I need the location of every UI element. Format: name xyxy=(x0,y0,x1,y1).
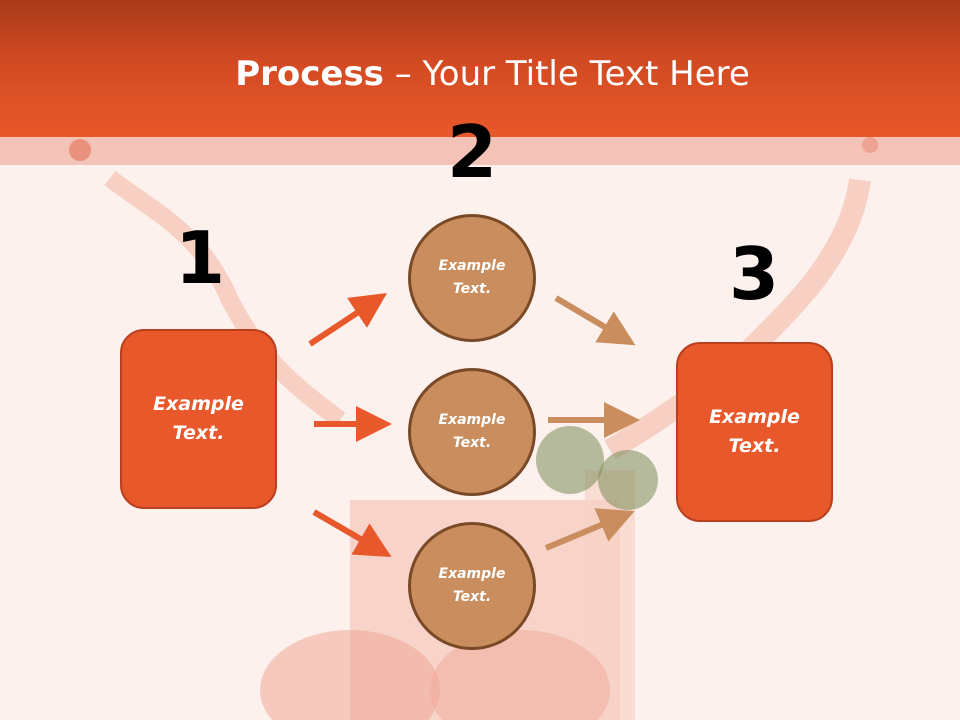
circle-middle-line1: Example xyxy=(438,412,506,428)
arrow-circle-3-to-right xyxy=(544,508,635,551)
arrow-left-to-circle-3 xyxy=(312,509,392,558)
step-number-1: 1 xyxy=(174,216,226,300)
arrow-left-to-circle-1 xyxy=(308,293,388,347)
circle-bottom-line2: Text. xyxy=(452,589,492,605)
step-number-2: 2 xyxy=(446,110,498,194)
circle-bottom-line1: Example xyxy=(438,566,506,582)
step-1-box-line1: Example xyxy=(153,393,244,415)
circle-middle-line2: Text. xyxy=(452,435,492,451)
slide-title[interactable]: Process – Your Title Text Here xyxy=(0,52,960,96)
arrow-circle-1-to-right xyxy=(554,295,636,346)
step-number-3: 3 xyxy=(728,232,780,316)
step-3-box-line1: Example xyxy=(709,406,800,428)
title-header-bar xyxy=(0,0,960,137)
step-1-box[interactable]: Example Text. xyxy=(120,329,277,509)
circle-top-line2: Text. xyxy=(452,281,492,297)
step-3-box[interactable]: Example Text. xyxy=(676,342,833,522)
header-accent-band xyxy=(0,137,960,165)
step-1-box-line2: Text. xyxy=(172,422,225,444)
step-2-circle-top[interactable]: Example Text. xyxy=(408,214,536,342)
title-rest: – Your Title Text Here xyxy=(383,54,750,94)
step-2-circle-bottom[interactable]: Example Text. xyxy=(408,522,536,650)
title-bold: Process xyxy=(235,54,384,94)
step-3-box-line2: Text. xyxy=(728,435,781,457)
circle-top-line1: Example xyxy=(438,258,506,274)
step-2-circle-middle[interactable]: Example Text. xyxy=(408,368,536,496)
